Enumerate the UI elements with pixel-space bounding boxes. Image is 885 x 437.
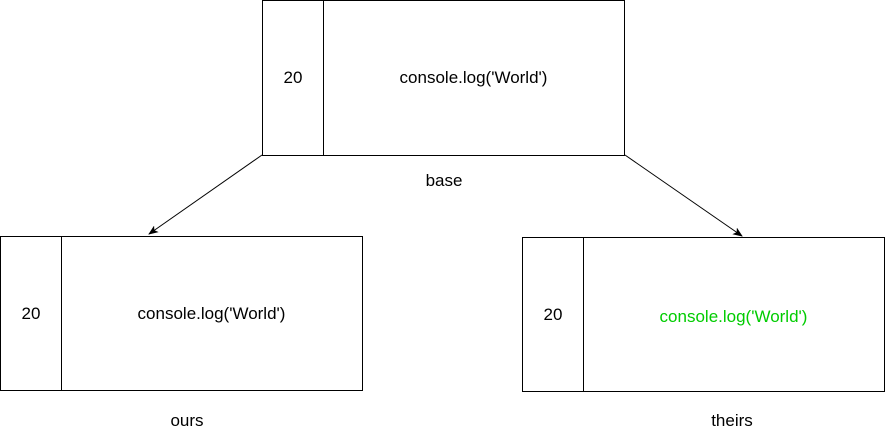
theirs-box: 20 console.log('World') xyxy=(522,237,885,392)
base-line-number: 20 xyxy=(263,1,324,155)
theirs-code: console.log('World') xyxy=(659,306,808,326)
arrow-base-to-ours xyxy=(148,154,263,235)
ours-caption: ours xyxy=(170,411,204,430)
theirs-caption: theirs xyxy=(711,411,753,430)
base-caption: base xyxy=(425,171,463,190)
ours-code: console.log('World') xyxy=(137,303,286,323)
arrow-base-to-theirs xyxy=(624,154,743,237)
base-box: 20 console.log('World') xyxy=(262,0,625,156)
base-code: console.log('World') xyxy=(399,68,548,87)
ours-line-number: 20 xyxy=(1,237,62,390)
ours-box: 20 console.log('World') xyxy=(0,236,363,391)
theirs-line-number: 20 xyxy=(523,238,584,391)
